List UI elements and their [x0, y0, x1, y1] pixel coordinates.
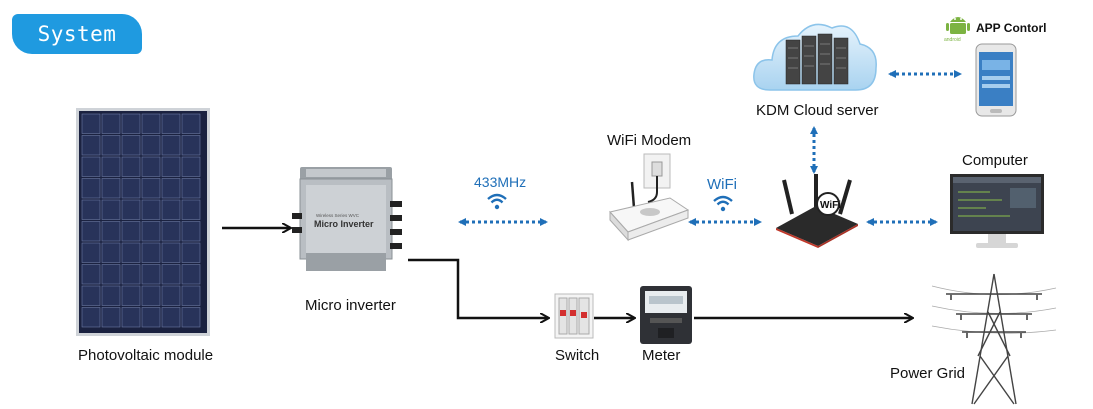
app-control-label: APP Contorl: [976, 21, 1047, 35]
solar-cell: [181, 285, 201, 306]
micro-inverter-label: Micro inverter: [305, 297, 396, 314]
solar-cell: [161, 178, 181, 199]
solar-cell: [181, 199, 201, 220]
solar-cell: [141, 264, 161, 285]
solar-cell: [101, 242, 121, 263]
solar-cell: [181, 178, 201, 199]
inverter-to-switch-line: [408, 258, 548, 318]
solar-cell: [161, 199, 181, 220]
circuit-switch-icon: [554, 293, 594, 339]
system-title: System: [37, 22, 117, 46]
router-badge-text: WiFi: [820, 200, 841, 211]
micro-inverter-icon: Wireless Series WVC Micro Inverter: [292, 167, 402, 271]
solar-cell: [121, 178, 141, 199]
solar-cell: [161, 135, 181, 156]
solar-cell: [121, 199, 141, 220]
wifi-modem-icon: [609, 153, 690, 242]
meter-label: Meter: [642, 347, 681, 364]
solar-cell: [101, 264, 121, 285]
solar-cell: [81, 178, 101, 199]
solar-cell: [141, 221, 161, 242]
solar-cell: [141, 242, 161, 263]
solar-cell: [161, 221, 181, 242]
solar-cell: [81, 264, 101, 285]
solar-cell: [101, 113, 121, 134]
solar-cell: [81, 307, 101, 328]
smartphone-icon: [975, 43, 1017, 117]
cloud-server-icon: [753, 23, 877, 91]
solar-cell: [161, 285, 181, 306]
solar-cell: [121, 113, 141, 134]
solar-cell: [101, 285, 121, 306]
computer-label: Computer: [962, 152, 1028, 169]
solar-cell: [161, 264, 181, 285]
solar-cell: [121, 242, 141, 263]
cloud-server-label: KDM Cloud server: [756, 102, 879, 119]
solar-cell: [81, 113, 101, 134]
solar-cell: [81, 156, 101, 177]
inverter-small-text: Wireless Series WVC: [316, 213, 360, 218]
wifi-label: WiFi: [707, 176, 737, 193]
wireless-signal-icon: [487, 193, 507, 210]
solar-cell: [141, 178, 161, 199]
solar-cell: [101, 307, 121, 328]
electric-meter-icon: [640, 286, 692, 344]
solar-cell: [181, 221, 201, 242]
system-title-badge: System: [12, 14, 142, 54]
solar-cell: [141, 199, 161, 220]
solar-cell: [161, 156, 181, 177]
solar-cell: [181, 135, 201, 156]
solar-cell: [121, 135, 141, 156]
solar-cell: [101, 221, 121, 242]
solar-cell: [141, 285, 161, 306]
switch-label: Switch: [555, 347, 600, 364]
solar-cell: [81, 135, 101, 156]
solar-cell: [141, 307, 161, 328]
inverter-brand-text: Micro Inverter: [314, 219, 374, 229]
solar-cell: [181, 264, 201, 285]
solar-cell: [181, 113, 201, 134]
solar-cell: [81, 285, 101, 306]
solar-cell: [121, 156, 141, 177]
solar-cell: [121, 307, 141, 328]
wifi-router-icon: WiFi: [776, 174, 858, 248]
solar-cell: [101, 135, 121, 156]
freq-433-label: 433MHz: [474, 174, 527, 190]
solar-cell: [161, 242, 181, 263]
pv-module-label: Photovoltaic module: [78, 347, 214, 364]
solar-cell: [121, 285, 141, 306]
solar-cell: [181, 156, 201, 177]
solar-cell: [121, 264, 141, 285]
solar-panel-icon: [76, 108, 210, 336]
android-icon: android: [944, 17, 970, 43]
solar-cell: [121, 221, 141, 242]
solar-cell: [181, 307, 201, 328]
solar-cell: [141, 156, 161, 177]
solar-cell: [101, 199, 121, 220]
solar-cell: [81, 221, 101, 242]
solar-cell: [81, 199, 101, 220]
power-tower-icon: [931, 273, 1057, 405]
solar-cell: [161, 307, 181, 328]
solar-cell: [141, 135, 161, 156]
solar-cell: [141, 113, 161, 134]
solar-cell: [181, 242, 201, 263]
computer-monitor-icon: [950, 174, 1044, 248]
android-text: android: [944, 37, 961, 43]
solar-cell: [101, 156, 121, 177]
solar-cell: [101, 178, 121, 199]
wifi-signal-icon: [713, 195, 733, 212]
solar-cell: [161, 113, 181, 134]
power-grid-label: Power Grid: [890, 365, 966, 382]
wifi-modem-label: WiFi Modem: [607, 132, 692, 149]
solar-cell: [81, 242, 101, 263]
